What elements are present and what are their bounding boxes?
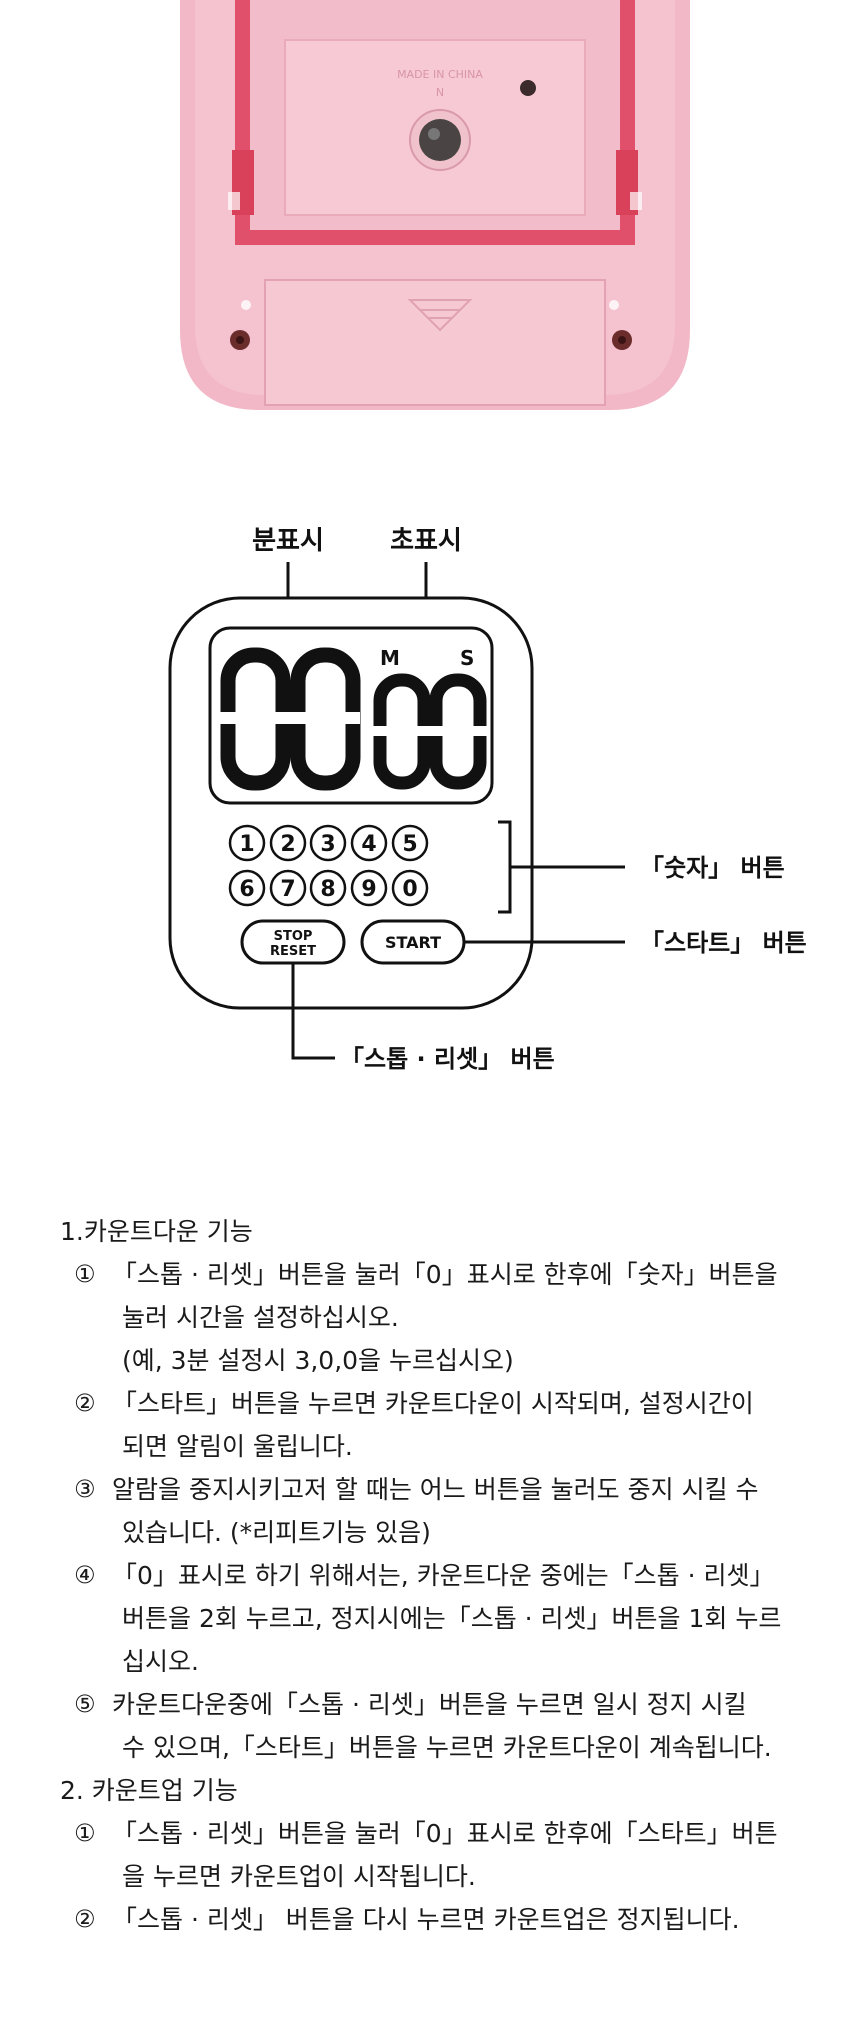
number-button-label: 1 (239, 832, 254, 857)
number-button-label: 5 (402, 832, 417, 857)
number-button-label: 0 (402, 877, 417, 902)
number-button-2[interactable]: 2 (269, 824, 307, 862)
number-button-8[interactable]: 8 (309, 869, 347, 907)
stop-label: STOP (274, 929, 313, 944)
item-continuation: 버튼을 2회 누르고, 정지시에는「스톱 · 리셋」버튼을 1회 누르 (122, 1604, 782, 1633)
number-button-label: 3 (320, 832, 335, 857)
label-number-buttons: 「숫자」 버튼 (640, 854, 785, 882)
embossed-made-in-china: MADE IN CHINA (397, 68, 483, 81)
number-button-7[interactable]: 7 (269, 869, 307, 907)
item-text: 「스톱 · 리셋」버튼을 눌러「0」표시로 한후에「스타트」버튼 (112, 1819, 778, 1848)
label-start-button: 「스타트」 버튼 (640, 929, 807, 957)
instruction-item: ③ 알람을 중지시키고저 할 때는 어느 버튼을 눌러도 중지 시킬 수 (72, 1468, 850, 1511)
instruction-item: ① 「스톱 · 리셋」버튼을 눌러「0」표시로 한후에「숫자」버튼을 (72, 1253, 850, 1296)
number-button-4[interactable]: 4 (350, 824, 388, 862)
embossed-code: N (436, 86, 444, 99)
item-number: ⑤ (74, 1690, 96, 1718)
number-button-6[interactable]: 6 (228, 869, 266, 907)
number-button-3[interactable]: 3 (309, 824, 347, 862)
label-minute-display: 분표시 (252, 526, 324, 556)
section-title: 2. 카운트업 기능 (60, 1776, 238, 1805)
reset-label: RESET (270, 944, 316, 959)
item-continuation: (예, 3분 설정시 3,0,0을 누르십시오) (122, 1346, 514, 1375)
number-button-label: 4 (361, 832, 376, 857)
item-continuation: 되면 알림이 울립니다. (122, 1432, 353, 1461)
number-button-label: 8 (320, 877, 335, 902)
item-continuation: 을 누르면 카운트업이 시작됩니다. (122, 1862, 476, 1891)
item-text: 알람을 중지시키고저 할 때는 어느 버튼을 눌러도 중지 시킬 수 (112, 1475, 759, 1504)
item-continuation: 눌러 시간을 설정하십시오. (122, 1303, 399, 1332)
number-button-5[interactable]: 5 (391, 824, 429, 862)
item-text: 「스톱 · 리셋」버튼을 눌러「0」표시로 한후에「숫자」버튼을 (112, 1260, 778, 1289)
instruction-item: ⑤ 카운트다운중에「스톱 · 리셋」버튼을 누르면 일시 정지 시킬 (72, 1683, 850, 1726)
display-m-label: M (380, 646, 400, 670)
item-text: 「0」표시로 하기 위해서는, 카운트다운 중에는「스톱 · 리셋」 (112, 1561, 775, 1590)
number-button-1[interactable]: 1 (228, 824, 266, 862)
label-stop-reset-button: 「스톱 · 리셋」 버튼 (340, 1045, 555, 1073)
item-continuation: 수 있으며,「스타트」버튼을 누르면 카운트다운이 계속됩니다. (122, 1733, 772, 1762)
section-title: 1.카운트다운 기능 (60, 1217, 253, 1246)
instruction-item: ② 「스톱 · 리셋」 버튼을 다시 누르면 카운트업은 정지됩니다. (72, 1898, 850, 1941)
start-label: START (385, 933, 441, 952)
number-button-label: 2 (280, 832, 295, 857)
instruction-item: ④ 「0」표시로 하기 위해서는, 카운트다운 중에는「스톱 · 리셋」 (72, 1554, 850, 1597)
item-number: ① (74, 1819, 96, 1847)
item-text: 「스타트」버튼을 누르면 카운트다운이 시작되며, 설정시간이 (112, 1389, 754, 1418)
instruction-item: ① 「스톱 · 리셋」버튼을 눌러「0」표시로 한후에「스타트」버튼 (72, 1812, 850, 1855)
item-number: ③ (74, 1475, 96, 1503)
item-number: ④ (74, 1561, 96, 1589)
item-text: 카운트다운중에「스톱 · 리셋」버튼을 누르면 일시 정지 시킬 (112, 1690, 747, 1719)
item-number: ① (74, 1260, 96, 1288)
instruction-item: ② 「스타트」버튼을 누르면 카운트다운이 시작되며, 설정시간이 (72, 1382, 850, 1425)
stop-reset-button[interactable]: STOP RESET (240, 919, 346, 965)
item-number: ② (74, 1905, 96, 1933)
item-continuation: 십시오. (122, 1647, 199, 1676)
item-text: 「스톱 · 리셋」 버튼을 다시 누르면 카운트업은 정지됩니다. (112, 1905, 740, 1934)
number-button-label: 6 (239, 877, 254, 902)
number-button-label: 7 (280, 877, 295, 902)
number-button-0[interactable]: 0 (391, 869, 429, 907)
number-button-label: 9 (361, 877, 376, 902)
item-number: ② (74, 1389, 96, 1417)
display-s-label: S (460, 646, 474, 670)
timer-back-photo: MADE IN CHINA N (0, 0, 860, 440)
number-button-9[interactable]: 9 (350, 869, 388, 907)
item-continuation: 있습니다. (*리피트기능 있음) (122, 1518, 431, 1547)
instructions-text: 1.카운트다운 기능 ① 「스톱 · 리셋」버튼을 눌러「0」표시로 한후에「숫자」… (60, 1210, 850, 1941)
start-button[interactable]: START (360, 919, 466, 965)
label-second-display: 초표시 (390, 526, 462, 556)
